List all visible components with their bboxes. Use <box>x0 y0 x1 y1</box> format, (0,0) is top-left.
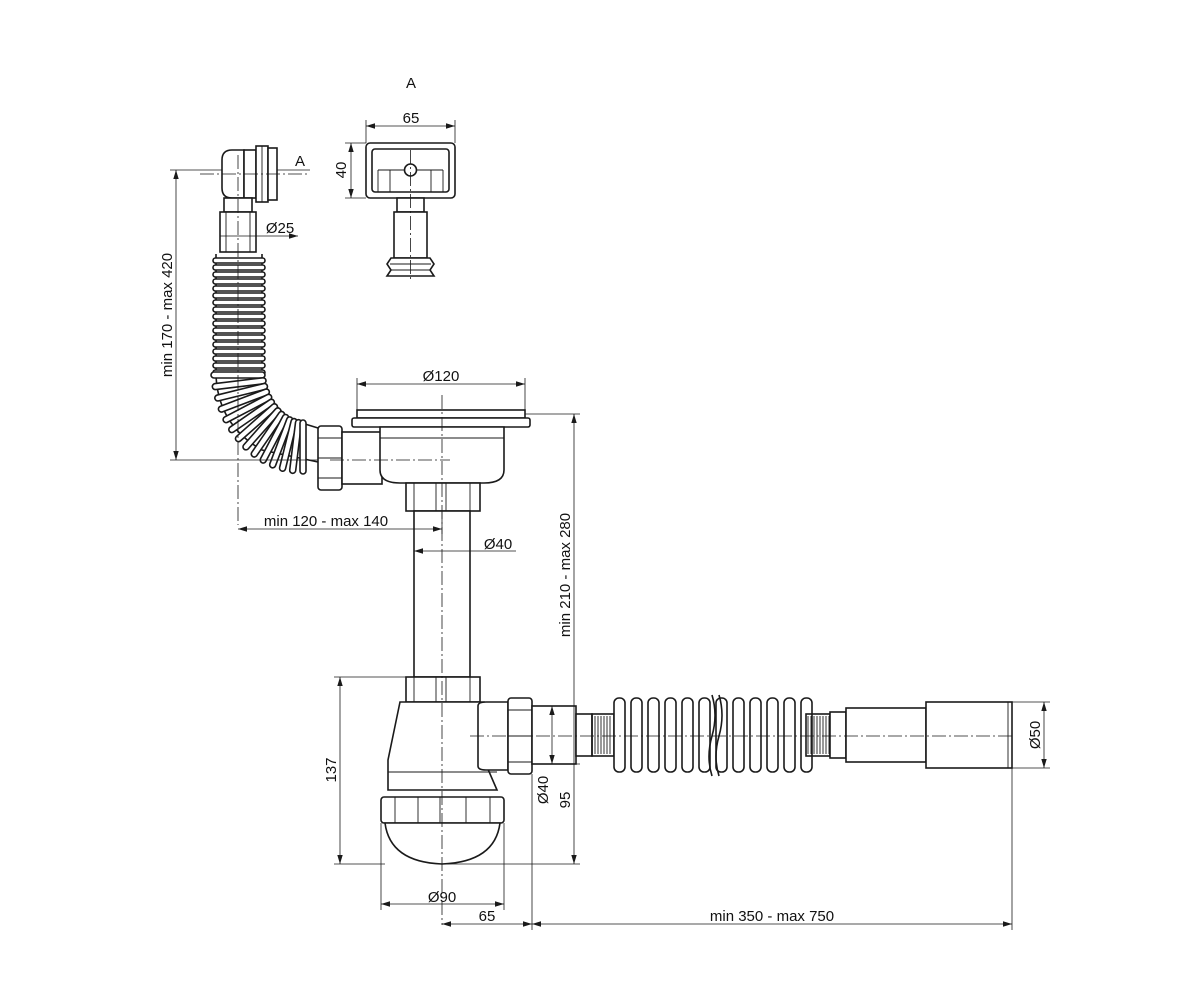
dim-overflow-pipe-diameter: Ø25 <box>266 220 294 237</box>
overflow-corrugated-hose <box>210 254 319 475</box>
dim-hose-length-range: min 350 - max 750 <box>710 908 834 925</box>
dim-outlet-offset: 65 <box>479 908 496 925</box>
section-label: A <box>406 75 416 92</box>
dim-outlet-diameter: Ø50 <box>1027 721 1044 749</box>
dim-overflow-height-range: min 170 - max 420 <box>159 253 176 377</box>
center-lines <box>200 150 1015 925</box>
dim-overflow-width: 65 <box>403 110 420 127</box>
dim-outlet-height: 95 <box>557 792 574 809</box>
section-marker: A <box>295 153 305 170</box>
dim-trap-diameter: Ø90 <box>428 889 456 906</box>
dimension-labels: A A 65 40 Ø25 min 170 - max 420 Ø120 min… <box>159 75 1044 925</box>
dim-drain-height-range: min 210 - max 280 <box>557 513 574 637</box>
dim-strainer-diameter: Ø120 <box>423 368 460 385</box>
dim-overflow-offset-range: min 120 - max 140 <box>264 513 388 530</box>
sink-strainer <box>351 409 531 512</box>
dim-tube-diameter: Ø40 <box>484 536 512 553</box>
dimension-lines <box>170 120 1050 930</box>
overflow-connector-nut <box>317 425 383 491</box>
dim-trap-height: 137 <box>323 757 340 782</box>
dim-outlet-pipe-diameter: Ø40 <box>535 776 552 804</box>
bottle-trap <box>380 676 577 865</box>
outlet-corrugated-hose <box>575 694 1013 777</box>
dim-overflow-height: 40 <box>333 162 350 179</box>
